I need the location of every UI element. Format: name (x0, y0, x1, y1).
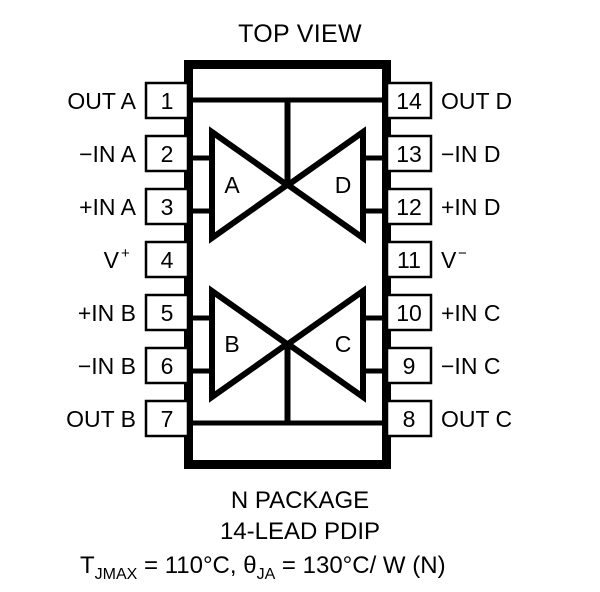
amplifier-a: A (209, 126, 293, 244)
pin-9-label: −IN C (441, 353, 500, 379)
amplifier-c-label: C (335, 331, 352, 357)
pin-12[interactable]: 12 +IN D (385, 187, 500, 226)
pin-4-number: 4 (161, 247, 174, 273)
pin-5-number: 5 (161, 300, 174, 326)
pin-4[interactable]: 4 V + (104, 240, 190, 279)
pin-6[interactable]: 6 −IN B (78, 346, 190, 385)
pin-14-number: 14 (396, 88, 422, 114)
svg-text:TJMAX = 110°C, θJA = 130°C/ W: TJMAX = 110°C, θJA = 130°C/ W (N) (80, 552, 446, 583)
pin-7-label: OUT B (66, 406, 136, 432)
pin-13-label: −IN D (441, 141, 500, 167)
pin-1[interactable]: 1 OUT A (67, 81, 190, 120)
pin-1-label: OUT A (67, 88, 136, 114)
pin-10-label: +IN C (441, 300, 500, 326)
pin-6-box[interactable] (144, 346, 190, 385)
amplifier-d-label: D (335, 172, 352, 198)
pin-6-number: 6 (161, 353, 174, 379)
package-name-caption: N PACKAGE (231, 487, 369, 514)
pin-12-number: 12 (396, 194, 422, 220)
pin-7[interactable]: 7 OUT B (66, 399, 190, 438)
pin-11[interactable]: 11 V − (385, 240, 467, 279)
pin-8-box[interactable] (385, 399, 433, 438)
pin-3-label: +IN A (79, 194, 137, 220)
pin-4-box[interactable] (144, 240, 190, 279)
pin-12-box[interactable] (385, 187, 433, 226)
pin-9[interactable]: 9 −IN C (385, 346, 500, 385)
pin-5-label: +IN B (78, 300, 136, 326)
pin-9-box[interactable] (385, 346, 433, 385)
amplifier-c: C (282, 285, 366, 403)
pin-14-label: OUT D (441, 88, 512, 114)
thermal-spec-caption: TJMAX = 110°C, θJA = 130°C/ W (N) (80, 552, 446, 583)
thermal-t-subscript: JMAX (95, 566, 138, 583)
pin-13-number: 13 (396, 141, 422, 167)
pin-1-box[interactable] (144, 81, 190, 120)
pin-10-box[interactable] (385, 293, 433, 332)
pin-7-number: 7 (161, 406, 174, 432)
pin-5[interactable]: 5 +IN B (78, 293, 190, 332)
pin-3-number: 3 (161, 194, 174, 220)
pin-2[interactable]: 2 −IN A (79, 134, 190, 173)
pin-2-label: −IN A (79, 141, 137, 167)
pin-8[interactable]: 8 OUT C (385, 399, 512, 438)
amplifier-a-label: A (224, 172, 240, 198)
pin-13-box[interactable] (385, 134, 433, 173)
pin-11-number: 11 (397, 247, 421, 273)
pin-11-box[interactable] (385, 240, 433, 279)
pin-8-label: OUT C (441, 406, 512, 432)
pin-7-box[interactable] (144, 399, 190, 438)
pin-2-box[interactable] (144, 134, 190, 173)
pin-2-number: 2 (161, 141, 174, 167)
pin-13[interactable]: 13 −IN D (385, 134, 500, 173)
thermal-theta-symbol: θ (243, 552, 256, 579)
amplifier-b: B (209, 285, 293, 403)
pin-8-number: 8 (403, 406, 416, 432)
pin-3-box[interactable] (144, 187, 190, 226)
thermal-theta-subscript: JA (257, 566, 276, 583)
pin-6-label: −IN B (78, 353, 136, 379)
pin-4-label-superscript: + (121, 245, 130, 262)
pin-12-label: +IN D (441, 194, 500, 220)
pin-1-number: 1 (161, 88, 174, 114)
thermal-t-value: = 110°C, (137, 552, 243, 579)
pin-14-box[interactable] (385, 81, 433, 120)
page-title: TOP VIEW (238, 20, 362, 48)
pin-9-number: 9 (403, 353, 416, 379)
pin-10-number: 10 (396, 300, 422, 326)
pin-11-label-superscript: − (458, 245, 467, 262)
thermal-theta-value: = 130°C/ W (N) (275, 552, 445, 579)
thermal-t-symbol: T (80, 552, 95, 579)
pin-5-box[interactable] (144, 293, 190, 332)
pin-4-label: V (104, 247, 120, 273)
amplifier-b-label: B (224, 331, 239, 357)
pin-3[interactable]: 3 +IN A (79, 187, 190, 226)
pin-11-label: V (441, 247, 457, 273)
amplifier-d: D (282, 126, 366, 244)
package-lead-count-caption: 14-LEAD PDIP (220, 518, 380, 545)
pin-10[interactable]: 10 +IN C (385, 293, 500, 332)
pin-14[interactable]: 14 OUT D (385, 81, 512, 120)
